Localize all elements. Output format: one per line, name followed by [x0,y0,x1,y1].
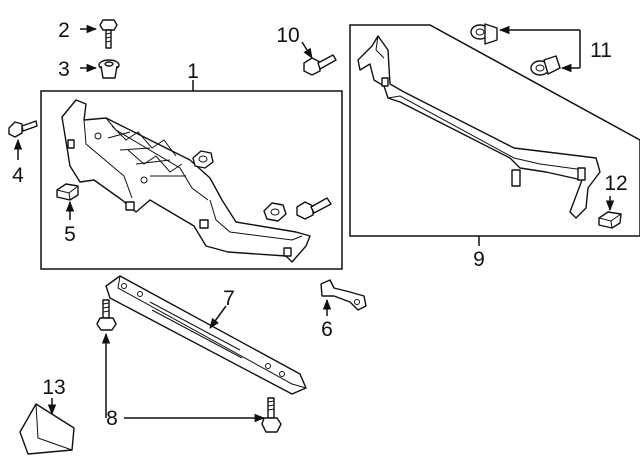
clip-nut-part-12 [598,211,622,229]
push-pin-part-11-b [530,55,561,76]
callout-10: 10 [276,24,299,47]
spacer-part-3 [98,59,120,79]
callout-1: 1 [187,60,199,83]
bolt-part-4 [8,120,38,138]
callout-6: 6 [321,318,333,341]
callout-11: 11 [590,39,612,62]
bracket-part-6 [320,279,367,311]
nut-inside-2 [263,202,287,222]
callout-5: 5 [64,223,76,246]
bolt-inside [296,197,332,220]
support-bar-part-9 [357,35,601,219]
callout-4: 4 [12,164,24,187]
carrier-bracket-part-1 [61,99,311,263]
callout-8: 8 [106,407,118,430]
frame-box-1 [40,90,343,270]
nut-inside-1 [192,150,214,169]
callout-7: 7 [223,287,235,310]
frame-box-9 [349,24,640,237]
push-pin-part-11-a [470,23,498,45]
callout-12: 12 [604,172,627,195]
callout-13: 13 [42,376,65,399]
callout-9: 9 [473,248,485,271]
clip-nut-part-5 [56,183,79,201]
leader-lines [13,24,615,423]
bolt-part-8-a [96,299,117,331]
callout-2: 2 [58,19,70,42]
bolt-part-10 [303,54,337,76]
bolt-part-8-b [261,397,282,433]
lower-plate-part-7 [105,275,307,395]
bolt-part-2 [99,19,118,49]
corner-piece-part-13 [19,403,75,455]
callout-3: 3 [58,58,70,81]
